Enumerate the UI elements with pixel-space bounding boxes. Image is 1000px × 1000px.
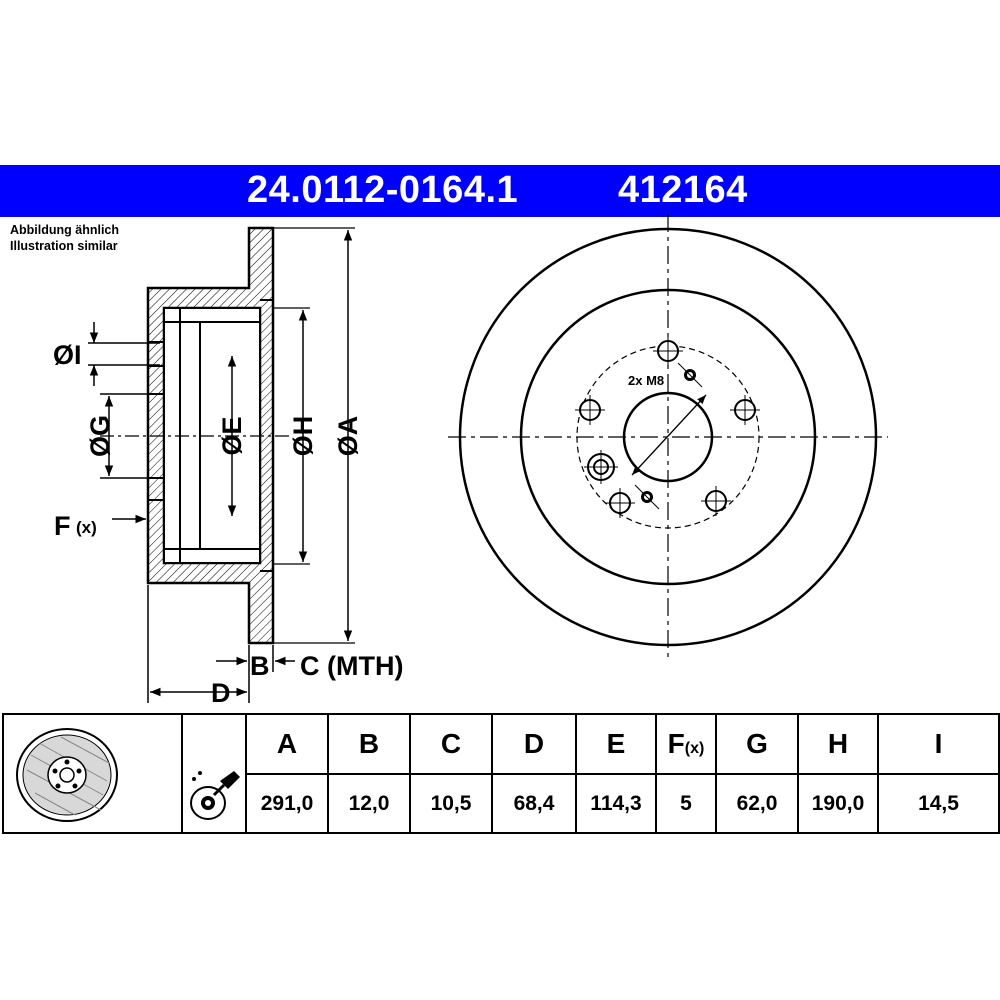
value-e: 114,3 <box>575 773 657 834</box>
illustration-note: Abbildung ähnlich Illustration similar <box>10 222 119 254</box>
col-f-letter: F <box>667 728 685 759</box>
table-value-row: 291,0 12,0 10,5 68,4 114,3 5 62,0 190,0 … <box>3 773 1000 834</box>
col-f-sub: (x) <box>684 740 705 757</box>
brake-disc-icon <box>16 728 118 822</box>
label-c: C (MTH) <box>300 651 403 681</box>
col-a-header: A <box>245 713 329 775</box>
dim-i <box>88 322 160 386</box>
dim-b-c <box>216 645 295 672</box>
locating-hole <box>584 450 618 484</box>
dim-a-ext <box>273 227 355 644</box>
dim-d <box>147 585 250 703</box>
table-header-row: A B C D E F(x) G H I <box>2 713 1000 834</box>
label-i: ØI <box>53 340 82 370</box>
label-b: B <box>250 651 270 681</box>
value-f: 5 <box>655 773 717 834</box>
service-torque-icon <box>186 767 242 823</box>
value-h: 190,0 <box>797 773 879 834</box>
col-e-header: E <box>575 713 657 775</box>
technical-drawing: ØI ØG ØE ØH ØA F (x) B C (MTH) D <box>53 214 888 708</box>
label-h: ØH <box>288 416 318 457</box>
value-i: 14,5 <box>877 773 1000 834</box>
section-view: ØI ØG ØE ØH ØA F (x) B C (MTH) D <box>53 226 403 708</box>
reference-number: 412164 <box>618 169 748 211</box>
value-a: 291,0 <box>245 773 329 834</box>
label-f: F <box>54 511 71 541</box>
col-f-header: F(x) <box>655 713 717 775</box>
disc-thumbnail-cell <box>2 713 183 834</box>
torque-icon-cell <box>181 713 247 834</box>
col-c-header: C <box>409 713 493 775</box>
bolt-hole-crosses <box>575 336 760 518</box>
bore-dimension-line <box>631 394 707 476</box>
thread-label: 2x M8 <box>628 373 664 388</box>
col-h-header: H <box>797 713 879 775</box>
front-view: 2x M8 <box>448 214 888 660</box>
dim-h-ext <box>272 307 310 565</box>
label-d: D <box>211 678 231 708</box>
label-g: ØG <box>85 415 115 457</box>
value-g: 62,0 <box>715 773 799 834</box>
threaded-holes <box>634 362 703 510</box>
value-d: 68,4 <box>491 773 577 834</box>
part-number: 24.0112-0164.1 <box>247 169 519 211</box>
col-i-header: I <box>877 713 1000 775</box>
col-d-header: D <box>491 713 577 775</box>
col-b-header: B <box>327 713 411 775</box>
spec-table: A B C D E F(x) G H I 291,0 12,0 10,5 68,… <box>2 713 1000 834</box>
value-c: 10,5 <box>409 773 493 834</box>
label-e: ØE <box>217 416 247 455</box>
value-b: 12,0 <box>327 773 411 834</box>
note-line-en: Illustration similar <box>10 239 118 253</box>
dim-g <box>100 393 160 479</box>
note-line-de: Abbildung ähnlich <box>10 223 120 237</box>
label-f-sub: (x) <box>76 518 97 537</box>
title-bar: 24.0112-0164.1 412164 <box>0 165 1000 217</box>
label-a: ØA <box>333 416 363 457</box>
col-g-header: G <box>715 713 799 775</box>
